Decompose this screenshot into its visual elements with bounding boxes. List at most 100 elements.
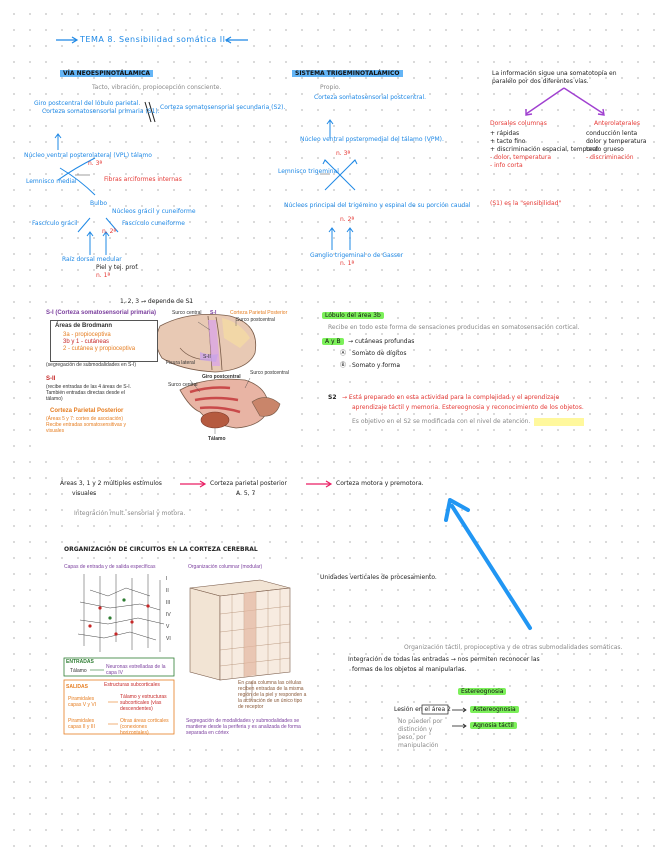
- brodmann-box: Áreas de Brodmann 3a - propioceptiva 3b …: [50, 320, 158, 362]
- summary-right-list: conducción lenta dolor y temperatura tac…: [586, 130, 646, 162]
- lesion-label: Lesión en el área 2: [394, 706, 451, 714]
- figure-1-caption: 1, 2, 3 → depende de S1: [120, 298, 193, 306]
- lesion-result-2: Agnosia táctil: [470, 722, 517, 730]
- summary-right-heading: Anterolaterales: [594, 120, 640, 128]
- ppc-title: Corteza Parietal Posterior: [50, 408, 123, 415]
- salidas-p1-target: Tálamo y estructuras subcorticales (vías…: [120, 694, 172, 712]
- summary-right-item: dolor y temperatura: [586, 138, 646, 146]
- s2-heading: S2: [328, 394, 337, 402]
- column-text: En cada columna las células reciben entr…: [238, 680, 308, 710]
- pathway-1-step-b4: Lemnisco medial: [26, 178, 77, 186]
- pathway-2-step-c1: Corteza somatosensorial postcentral.: [314, 94, 426, 102]
- entradas-text: Neuronas estrelladas de la capa IV: [106, 664, 172, 676]
- summary-left-red: - info corta: [490, 162, 598, 170]
- area-3b-notes: Lóbulo del área 3b Recibe en todo este f…: [322, 312, 642, 442]
- layer-label: I: [166, 576, 171, 588]
- pathway-1-sub: Tacto, vibración, propiocepción conscien…: [92, 84, 221, 92]
- ab-label: A y B: [322, 338, 344, 346]
- label-surco-postcentral: Surco postcentral: [236, 317, 275, 323]
- flow-note: Integración mult. sensorial y motora.: [74, 510, 185, 518]
- pathway-1-step-b3: Núcleo ventral posterolateral (VPL) tála…: [24, 152, 152, 160]
- s1-title: S-I (Corteza somatosensorial primaria): [46, 310, 156, 317]
- summary-right-red: - discriminación: [586, 154, 646, 162]
- segregation-note: (segregación de submodalidades en S-I): [46, 362, 136, 368]
- salidas-title: SALIDAS: [66, 684, 88, 690]
- somatosensory-cortex-figure: 1, 2, 3 → depende de S1 Surco central Co…: [40, 298, 298, 448]
- pathway-2-neuron-0: n. 1ª: [340, 260, 354, 268]
- pathway-2-heading: SISTEMA TRIGEMINOTALÁMICO: [292, 70, 403, 78]
- pathway-1-step-b1: Giro postcentral del lóbulo parietal.: [34, 100, 140, 108]
- pathway-2-neuron-1: n. 2ª: [340, 216, 354, 224]
- pathways-summary: La información sigue una somatotopía en …: [486, 64, 646, 214]
- entradas-talamo: Tálamo: [70, 668, 87, 674]
- summary-left-item: + rápidas: [490, 130, 598, 138]
- segregation-text: Segregación de modalidades y submodalida…: [186, 718, 308, 736]
- pathway-2-step-c5: Ganglio trigeminal o de Gasser: [310, 252, 403, 260]
- ab-text: → cutáneas profundas: [348, 338, 414, 346]
- flow-step-a: Áreas 3, 1 y 2 múltiples estímulos: [60, 480, 162, 488]
- lesion-note-line: No pueden por: [398, 718, 443, 726]
- pathway-1-step-b10: Raíz dorsal medular: [62, 256, 122, 264]
- lesion-note-line: distinción y: [398, 726, 443, 734]
- area-3b-note: Recibe en todo este forma de sensaciones…: [328, 324, 580, 332]
- a-item-marker: Ⓐ: [340, 350, 346, 358]
- pathway-1-step-b9: Núcleos grácil y cuneiforme: [112, 208, 196, 216]
- b-item-marker: Ⓑ: [340, 362, 346, 370]
- cortex-layers-figure: Capas de entrada y de salida específicas…: [60, 562, 310, 740]
- flow-step-a2: visuales: [72, 490, 96, 498]
- area-3b-tag: Lóbulo del área 3b: [322, 312, 384, 320]
- flow-step-b: Corteza parietal posterior: [210, 480, 287, 488]
- layers-left-title: Capas de entrada y de salida específicas: [64, 564, 155, 570]
- entradas-title: ENTRADAS: [66, 659, 94, 665]
- pathway-1-step-b7: Fascículo grácil: [32, 220, 78, 228]
- s2-text-2: aprendizaje táctil y memoria. Estereogno…: [352, 404, 584, 412]
- pathway-column-2: SISTEMA TRIGEMINOTALÁMICO Propio. Cortez…: [270, 60, 450, 270]
- summary-intro: La información sigue una somatotopía en …: [492, 70, 642, 86]
- brodmann-area-2: 2 - cutánea y propioceptiva: [51, 346, 157, 353]
- ppc-text: Recibe entradas somatosensitivas y visua…: [46, 422, 142, 434]
- label-s1-brain: S-I: [210, 310, 216, 316]
- layers-right-title: Organización columnar (modular): [188, 564, 262, 570]
- label-surco-central-2: Surco central: [168, 382, 197, 388]
- flow-step-c: Corteza motora y premotora.: [336, 480, 424, 488]
- label-giro-postcentral: Giro postcentral: [202, 374, 241, 380]
- summary-left-item: + discriminación espacial, temporal: [490, 146, 598, 154]
- s2-text-1: → Está preparado en esta actividad para …: [342, 394, 559, 402]
- layer-label: III: [166, 600, 171, 612]
- salidas-p1: Piramidales capas V y VI: [68, 696, 108, 708]
- pathway-2-step-c2: Núcleo ventral posteromedial del tálamo …: [300, 136, 444, 144]
- pathway-1-step-b6: Bulbo: [90, 200, 107, 208]
- integration-notes: Organización táctil, propioceptiva y de …: [348, 644, 638, 744]
- label-s2-brain: S-II: [203, 354, 211, 360]
- title-text: TEMA 8. Sensibilidad somática II.: [80, 34, 229, 46]
- lesion-result-1: Astereognosia: [470, 706, 519, 714]
- s2-text-3: Es objetivo en el S2 se modificada con e…: [352, 418, 530, 426]
- summary-left-red: - dolor, temperatura: [490, 154, 598, 162]
- salidas-tag: Estructuras subcorticales: [104, 682, 160, 688]
- pathway-1-step-b8: Fascículo cuneiforme: [122, 220, 185, 228]
- s2-title: S-II: [46, 376, 55, 383]
- pathway-2-sub: Propio.: [320, 84, 340, 92]
- cortex-illustration: [60, 562, 310, 740]
- roman-layer-labels: I II III IV V VI: [166, 576, 171, 648]
- cortical-flow: Áreas 3, 1 y 2 múltiples estímulos visua…: [60, 478, 480, 524]
- brodmann-title: Áreas de Brodmann: [51, 321, 157, 332]
- pathway-1-neuron-1: n. 2ª: [102, 228, 116, 236]
- label-fisura-lateral: Fisura lateral: [166, 360, 195, 366]
- lesion-note: No pueden por distinción y peso, por man…: [398, 718, 443, 750]
- layer-label: IV: [166, 612, 171, 624]
- b-item: Somato y forma: [352, 362, 400, 370]
- pathway-1-step-b1b: Corteza somatosensorial primaria (S1).: [42, 108, 160, 116]
- salidas-p2-target: Otras áreas corticales (conexiones horiz…: [120, 718, 172, 736]
- summary-left-list: + rápidas + tacto fino + discriminación …: [490, 130, 598, 170]
- summary-bottom: (S1) es la "sensibilidad": [490, 200, 561, 208]
- attention-highlight: [534, 418, 584, 426]
- pathway-column-1: VÍA NEOESPINOTÁLAMICA Tacto, vibración, …: [20, 60, 200, 280]
- a-item: Somato de dígitos: [352, 350, 406, 358]
- lesion-note-line: peso, por: [398, 734, 443, 742]
- brodmann-area-3a: 3a - propioceptiva: [51, 332, 157, 339]
- pathway-1-heading: VÍA NEOESPINOTÁLAMICA: [60, 70, 153, 78]
- pathway-2-step-c3: Lemnisco trigeminal: [278, 168, 339, 176]
- lesion-note-line: manipulación: [398, 742, 443, 750]
- summary-left-item: + tacto fino: [490, 138, 598, 146]
